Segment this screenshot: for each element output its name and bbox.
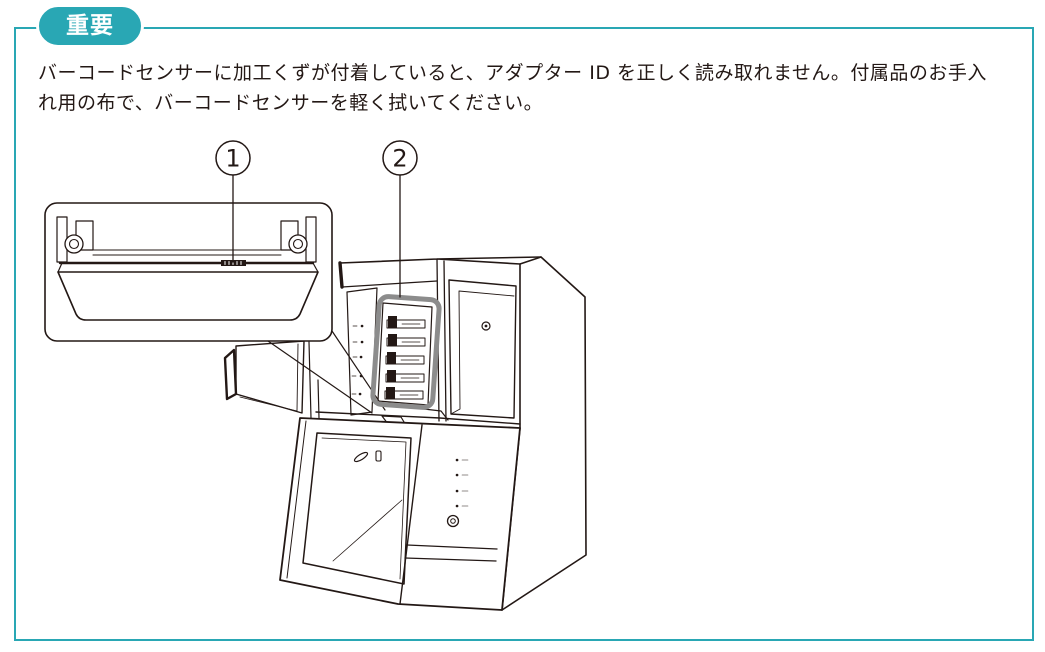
notice-line-1: バーコードセンサーに加工くずが付着していると、アダプター ID を正しく読み取れ…: [38, 62, 987, 84]
chamber-knob: [481, 321, 491, 331]
zoom-line-a: [267, 340, 373, 414]
barcode-sensor-window: [224, 261, 242, 265]
inset-rail: [92, 249, 282, 256]
zoom-inset: [44, 202, 333, 342]
lower-cabinet-body: [279, 417, 521, 611]
inset-screw-left: [64, 234, 84, 254]
callout-1-label: 1: [225, 145, 240, 173]
callout-2: 2: [382, 140, 418, 298]
callout-2-circle: [382, 140, 418, 176]
adapter-magazine-highlight: [370, 294, 442, 410]
door-handle: [353, 451, 369, 463]
open-door: [223, 340, 320, 419]
bay-top-rail: [341, 280, 438, 288]
lower-door-window-inner: [321, 437, 407, 580]
status-led-marks: [461, 459, 469, 507]
inset-tray-connectors: [57, 262, 319, 273]
callout-2-label: 2: [392, 145, 407, 173]
adapter-slot-marks: [399, 323, 421, 396]
callout-1: 1: [215, 140, 251, 263]
important-notice-box: [14, 27, 1034, 641]
lid-edge: [338, 261, 344, 289]
open-door-edge: [223, 348, 238, 401]
adapter-magazine: [377, 302, 433, 406]
open-door-panel: [235, 340, 305, 414]
notice-paragraph: バーコードセンサーに加工くずが付着していると、アダプター ID を正しく読み取れ…: [38, 58, 1028, 118]
inset-tray: [57, 271, 319, 321]
notice-line-2: れ用の布で、バーコードセンサーを軽く拭いてください。: [38, 92, 544, 114]
bay-position-dots: [358, 324, 364, 396]
right-chamber-opening: [448, 279, 517, 419]
power-button: [446, 514, 460, 528]
chamber-knob-dot: [484, 324, 488, 328]
open-door-inner: [239, 343, 299, 412]
door-latch: [375, 450, 382, 462]
machine-top-edge: [339, 256, 542, 265]
adapter-bay: [315, 261, 521, 454]
bay-position-marks: [351, 325, 358, 395]
callout-1-circle: [215, 140, 251, 176]
right-chamber: [448, 279, 517, 419]
adapter-slot-tabs: [386, 316, 397, 399]
lower-cabinet-frame: [286, 420, 307, 579]
zoom-line-b: [331, 330, 386, 411]
front-opening-edge: [308, 341, 320, 419]
zoom-lines: [267, 330, 386, 414]
inset-screw-left-core: [68, 238, 80, 250]
ledge-block: [423, 408, 449, 421]
machine-illustration: [223, 256, 587, 611]
important-badge: 重要: [36, 4, 144, 48]
lower-door-window: [302, 432, 412, 585]
right-chamber-interior: [450, 290, 515, 415]
cabinet-divider: [399, 424, 423, 605]
drawer-lines: [404, 544, 498, 562]
inset-screw-right: [288, 234, 308, 254]
lower-cabinet: [279, 417, 521, 611]
chamber-ledge: [315, 411, 521, 425]
power-button-center: [450, 518, 456, 524]
inset-screw-right-core: [292, 238, 304, 250]
bay-side-wall: [346, 287, 378, 416]
